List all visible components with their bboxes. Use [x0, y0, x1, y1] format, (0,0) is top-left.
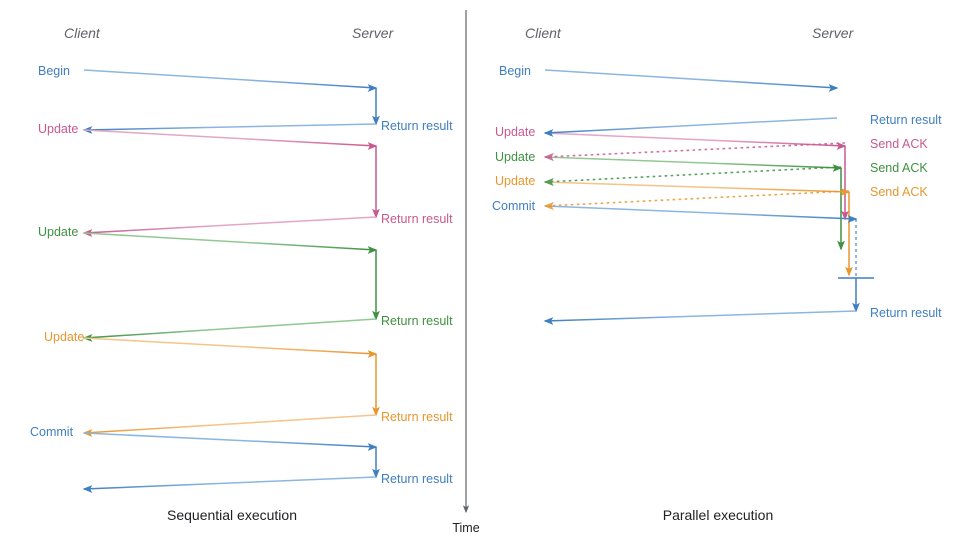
response-arrow	[543, 117, 838, 137]
response-arrow	[82, 476, 377, 493]
message-label: Update	[38, 225, 78, 239]
message-label: Update	[495, 174, 535, 188]
message-label: Update	[38, 122, 78, 136]
message-label: Return result	[381, 472, 453, 486]
request-arrow	[83, 129, 378, 150]
response-arrow	[543, 166, 842, 187]
message-label: Return result	[870, 113, 942, 127]
request-arrow	[83, 232, 378, 254]
lane-header-client: Client	[64, 25, 101, 41]
request-arrow	[544, 69, 839, 92]
request-arrow	[544, 205, 858, 223]
response-arrow	[543, 142, 846, 162]
response-arrow	[543, 310, 857, 325]
request-arrow	[83, 337, 378, 358]
time-axis-label: Time	[452, 521, 479, 535]
request-arrow	[83, 432, 378, 451]
message-label: Commit	[30, 425, 74, 439]
message-label: Send ACK	[870, 137, 928, 151]
lane-header-server: Server	[812, 25, 855, 41]
request-arrow	[544, 156, 843, 172]
request-arrow	[544, 132, 847, 150]
message-label: Return result	[381, 119, 453, 133]
message-label: Begin	[38, 64, 70, 78]
response-arrow	[82, 123, 377, 134]
message-label: Update	[495, 150, 535, 164]
message-label: Return result	[381, 212, 453, 226]
panel-caption: Sequential execution	[167, 507, 297, 523]
message-label: Send ACK	[870, 161, 928, 175]
message-label: Update	[495, 125, 535, 139]
message-label: Commit	[492, 199, 536, 213]
response-arrow	[82, 414, 377, 437]
lane-header-client: Client	[525, 25, 562, 41]
lane-header-server: Server	[352, 25, 395, 41]
message-label: Return result	[381, 410, 453, 424]
panel-caption: Parallel execution	[663, 507, 774, 523]
response-arrow	[82, 318, 377, 342]
response-arrow	[82, 216, 377, 237]
request-arrow	[544, 181, 851, 196]
message-label: Update	[44, 330, 84, 344]
message-label: Send ACK	[870, 185, 928, 199]
message-label: Return result	[870, 306, 942, 320]
request-arrow	[83, 69, 378, 92]
message-label: Begin	[499, 64, 531, 78]
message-label: Return result	[381, 314, 453, 328]
response-arrow	[543, 190, 850, 211]
